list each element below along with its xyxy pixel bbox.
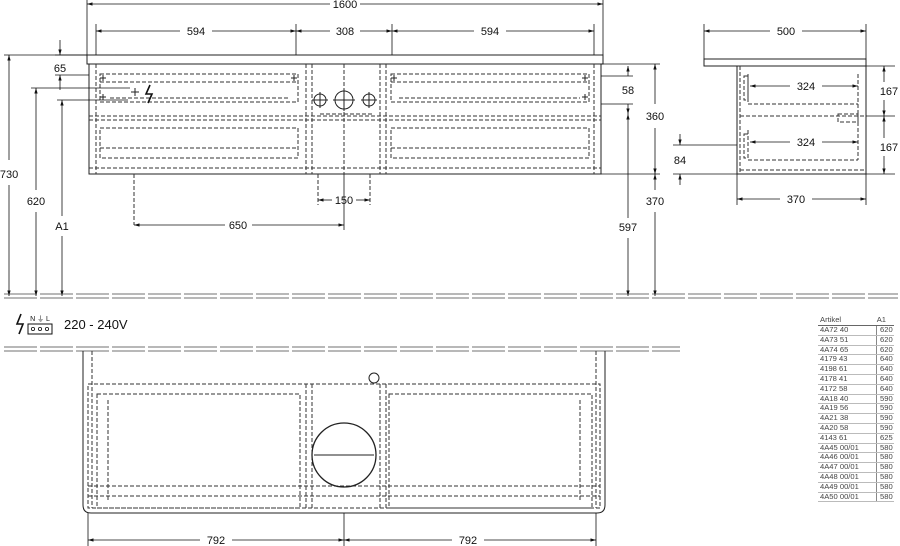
- top-view: [82, 351, 606, 514]
- article-number: 4A72 40: [818, 325, 877, 335]
- dim-1600: 1600: [333, 0, 357, 11]
- header-article: Artikel: [820, 315, 842, 324]
- dim-500: 500: [777, 26, 795, 38]
- dim-792-left: 792: [207, 535, 225, 546]
- dim-324-bottom: 324: [797, 137, 815, 149]
- a1-value: 580: [880, 491, 893, 501]
- a1-value: 590: [880, 413, 893, 423]
- a1-value: 620: [880, 344, 893, 354]
- dim-650: 650: [229, 220, 247, 232]
- article-number: 4178 41: [818, 374, 877, 384]
- dim-150: 150: [335, 195, 353, 207]
- dim-58: 58: [622, 85, 634, 97]
- voltage-label: 220 - 240V: [64, 316, 128, 332]
- dim-594-right: 594: [481, 26, 499, 38]
- top-dimensions: [87, 513, 597, 546]
- floor-line: [4, 293, 898, 352]
- front-dimensions: [4, 0, 737, 296]
- a1-value: 580: [880, 452, 893, 462]
- a1-value: 640: [880, 383, 893, 393]
- article-number: 4A21 38: [818, 413, 877, 423]
- side-dimensions: [703, 24, 895, 205]
- dim-620: 620: [27, 196, 45, 208]
- dim-597: 597: [619, 222, 637, 234]
- article-number: 4A19 56: [818, 404, 877, 414]
- article-number: 4A45 00/01: [818, 443, 877, 453]
- dim-a1: A1: [55, 221, 68, 233]
- a1-value: 580: [880, 481, 893, 491]
- article-number: 4A49 00/01: [818, 482, 877, 492]
- dim-324-top: 324: [797, 81, 815, 93]
- dim-308: 308: [336, 26, 354, 38]
- a1-value: 625: [880, 432, 893, 442]
- article-number: 4143 61: [818, 433, 877, 443]
- dim-370-front: 370: [646, 196, 664, 208]
- article-number: 4172 58: [818, 384, 877, 394]
- dim-370-side: 370: [787, 194, 805, 206]
- article-number: 4A48 00/01: [818, 472, 877, 482]
- article-number: 4A20 58: [818, 423, 877, 433]
- dim-730: 730: [0, 169, 18, 181]
- article-number: 4179 43: [818, 355, 877, 365]
- a1-value: 590: [880, 422, 893, 432]
- header-a1: A1: [876, 315, 886, 324]
- a1-value: 590: [880, 393, 893, 403]
- article-number: 4A46 00/01: [818, 453, 877, 463]
- a1-value: 580: [880, 462, 893, 472]
- article-number: 4A50 00/01: [818, 492, 877, 502]
- article-number: 4A73 51: [818, 335, 877, 345]
- a1-value: 640: [880, 354, 893, 364]
- side-view: [703, 58, 867, 175]
- a1-value: 580: [880, 471, 893, 481]
- article-number: 4A74 65: [818, 345, 877, 355]
- terminal-labels: N ⏚ L: [30, 315, 50, 323]
- dim-167-top: 167: [880, 86, 898, 98]
- front-view: [86, 54, 604, 225]
- article-number: 4A18 40: [818, 394, 877, 404]
- electrical-connection-icon: N ⏚ L: [15, 313, 53, 335]
- dim-594-left: 594: [187, 26, 205, 38]
- a1-value: 620: [880, 325, 893, 334]
- article-number: 4198 61: [818, 364, 877, 374]
- dim-360: 360: [646, 111, 664, 123]
- a1-value: 620: [880, 334, 893, 344]
- article-number: 4A47 00/01: [818, 462, 877, 472]
- a1-value: 580: [880, 442, 893, 452]
- article-table-header: Artikel A1: [818, 314, 894, 326]
- dim-167-bottom: 167: [880, 142, 898, 154]
- dim-65: 65: [54, 63, 66, 75]
- a1-value: 640: [880, 364, 893, 374]
- power-spec: N ⏚ L 220 - 240V: [14, 312, 128, 336]
- dim-792-right: 792: [459, 535, 477, 546]
- dim-84: 84: [674, 155, 686, 167]
- a1-value: 590: [880, 403, 893, 413]
- a1-value: 640: [880, 373, 893, 383]
